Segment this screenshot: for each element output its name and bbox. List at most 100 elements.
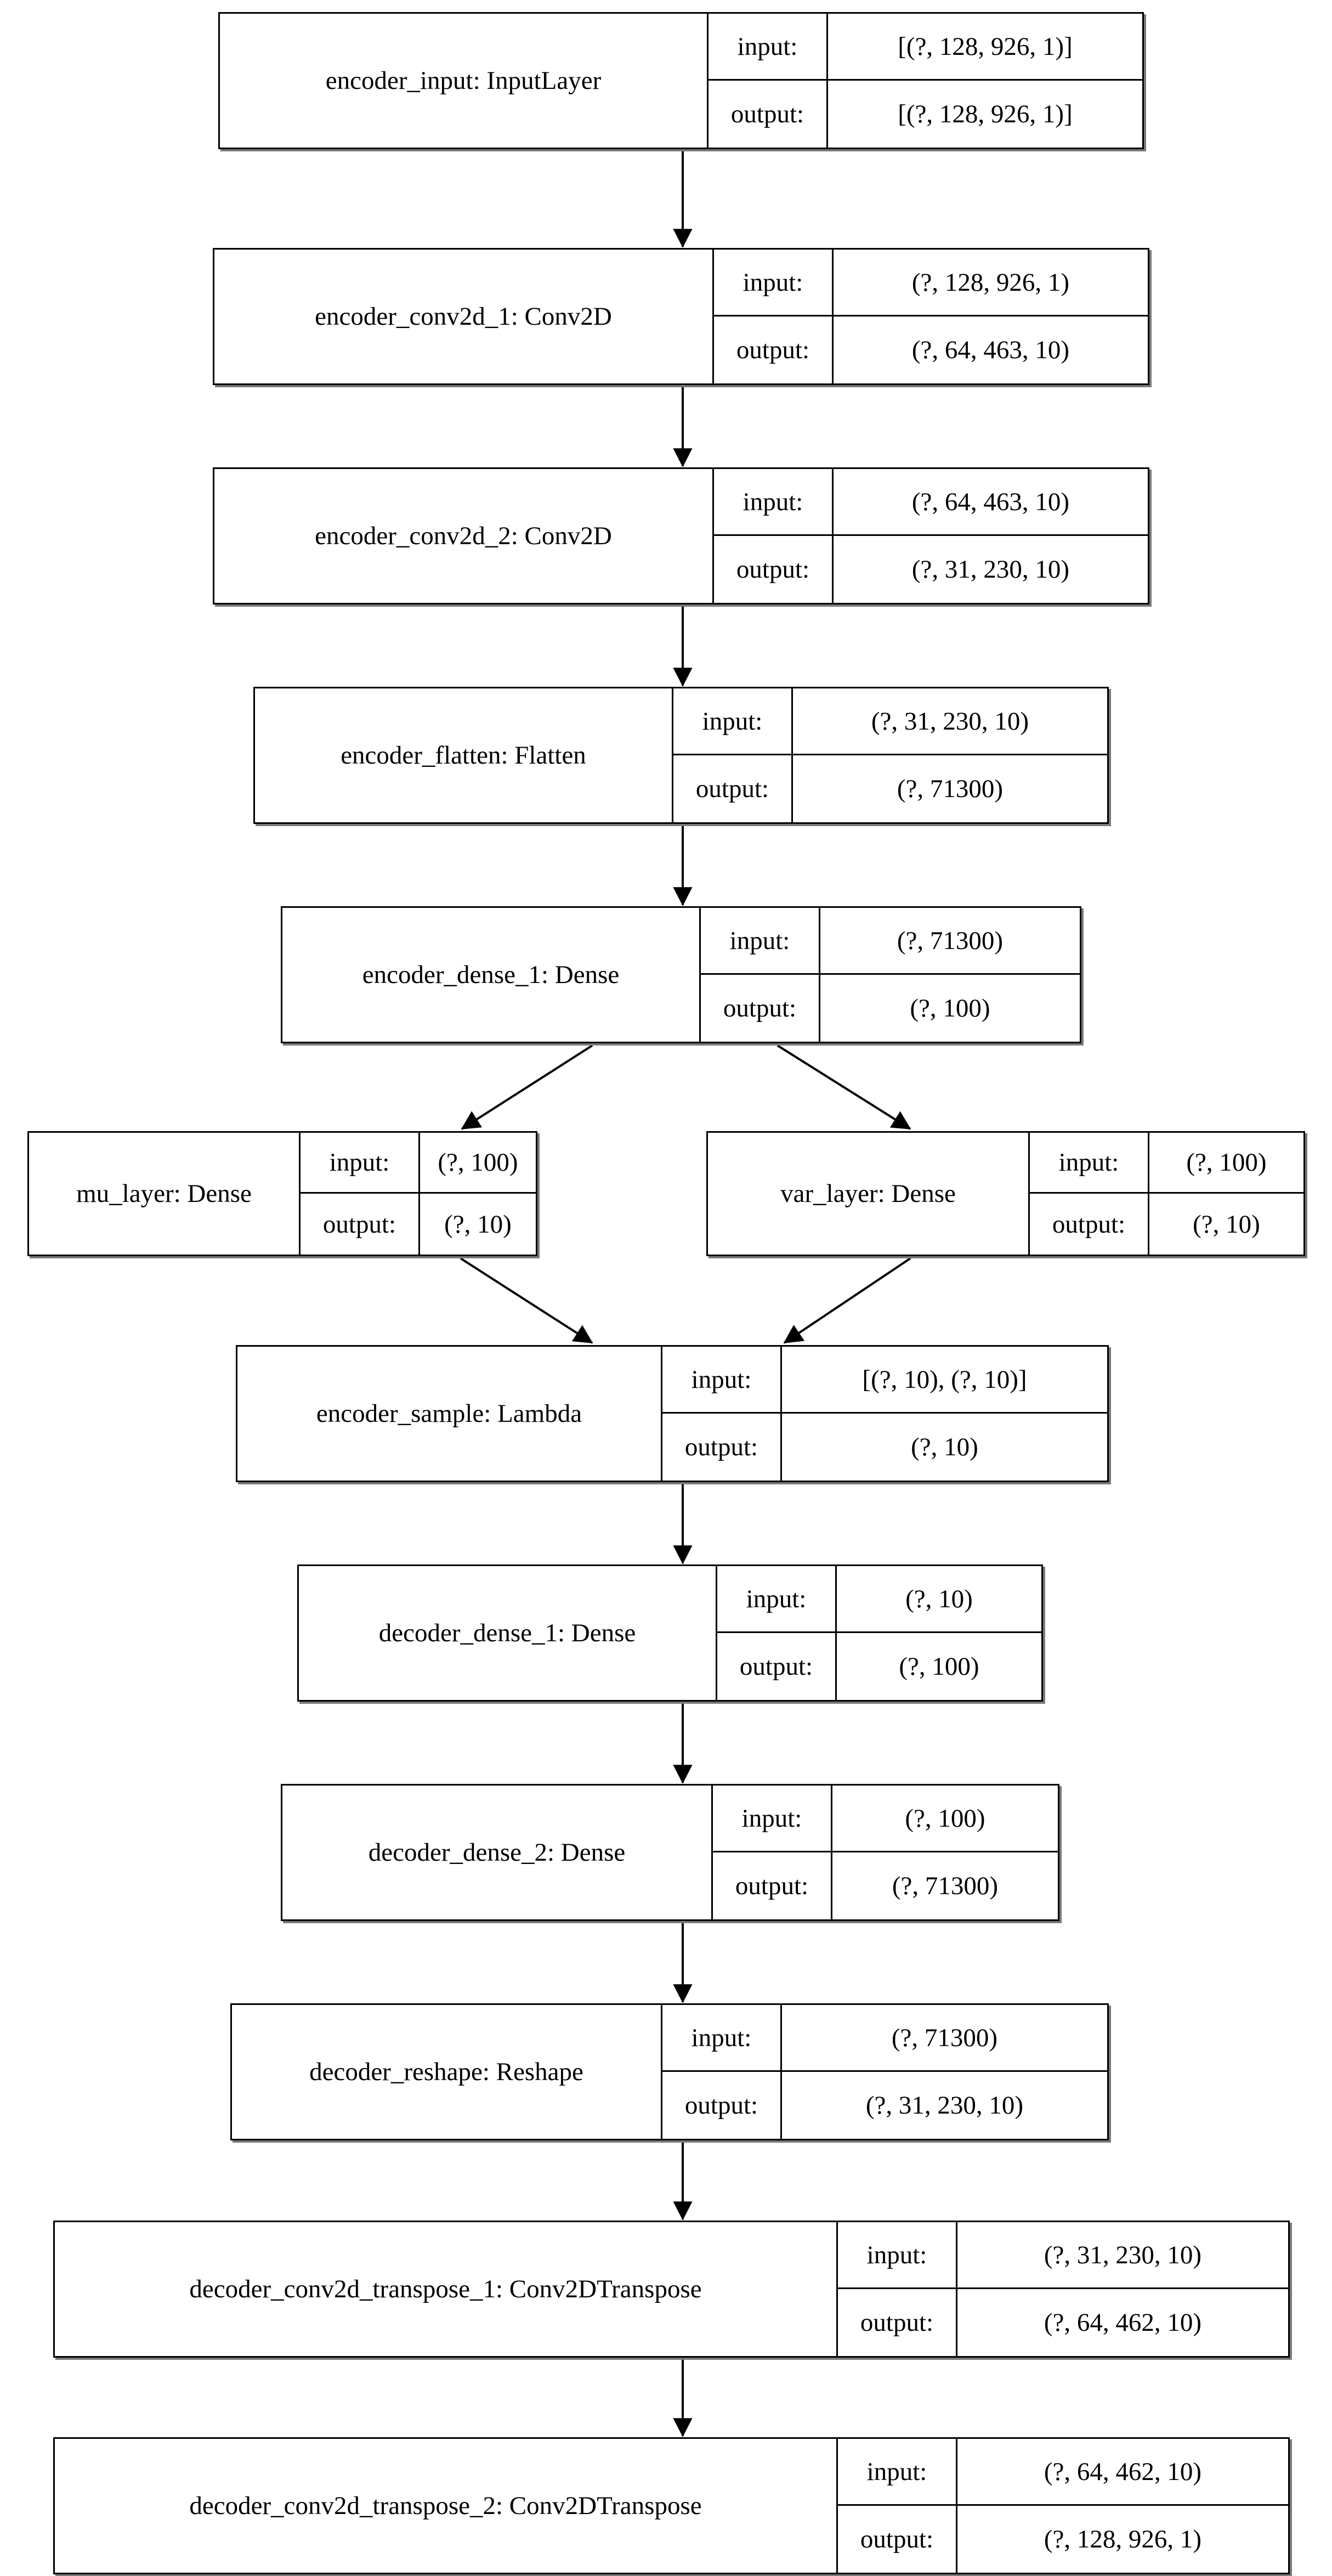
input-key-label: input: (714, 469, 834, 534)
output-shape-value: (?, 71300) (892, 1872, 999, 1900)
node-label-encoder_input: encoder_input: InputLayer (325, 66, 602, 95)
node-io-table-mu_layer: input: (?, 100) output:(?, 10) (299, 1133, 536, 1255)
node-decoder_reshape[interactable]: decoder_reshape: Reshape input: (?, 71300)… (230, 2003, 1109, 2140)
node-io-table-encoder_input: input: [(?, 128, 926, 1)] output: [(?, 128,… (707, 14, 1142, 148)
input-shape-value: (?, 64, 462, 10) (1044, 2457, 1202, 2486)
output-shape-value: (?, 31, 230, 10) (911, 555, 1070, 584)
node-io-table-encoder_sample: input: [(?, 10), (?, 10)] output:(?, 10) (661, 1347, 1107, 1481)
node-label-decoder_conv2d_transpose_1: decoder_conv2d_transpose_1: Conv2DTransp… (189, 2274, 702, 2303)
input-key-label: input: (713, 1786, 832, 1851)
node-input-row-encoder_dense_1: input: (?, 71300) (701, 908, 1080, 975)
node-output-row-decoder_dense_1: output:(?, 100) (717, 1633, 1041, 1700)
node-output-row-decoder_reshape: output:(?, 31, 230, 10) (662, 2072, 1107, 2139)
input-key-label: input: (1030, 1133, 1149, 1192)
edge-mu_layer-to-encoder_sample (460, 1257, 593, 1344)
input-shape-value: (?, 71300) (891, 2023, 998, 2052)
node-output-row-decoder_conv2d_transpose_1: output: (?, 64, 462, 10) (838, 2289, 1288, 2356)
node-encoder_input[interactable]: encoder_input: InputLayer input: [(?, 128,… (218, 12, 1144, 149)
input-shape-value: (?, 100) (438, 1148, 518, 1177)
output-shape-value: (?, 64, 462, 10) (1044, 2308, 1202, 2337)
node-output-row-encoder_conv2d_1: output: (?, 64, 463, 10) (714, 317, 1148, 383)
input-key-label: input: (701, 908, 820, 973)
node-io-table-encoder_conv2d_1: input: (?, 128, 926, 1) output: (?, 64, 463… (712, 250, 1148, 383)
node-label-mu_layer: mu_layer: Dense (76, 1179, 252, 1208)
node-label-decoder_dense_2: decoder_dense_2: Dense (368, 1838, 626, 1867)
node-label-encoder_sample: encoder_sample: Lambda (316, 1399, 582, 1428)
output-key-label: output: (1030, 1194, 1149, 1255)
output-key-label: output: (838, 2289, 957, 2356)
input-shape-value: [(?, 128, 926, 1)] (898, 32, 1073, 61)
node-output-row-var_layer: output: (?, 10) (1030, 1194, 1303, 1255)
node-label-decoder_dense_1: decoder_dense_1: Dense (378, 1618, 636, 1647)
input-key-label: input: (662, 1347, 782, 1412)
node-output-row-encoder_input: output: [(?, 128, 926, 1)] (708, 81, 1142, 148)
output-key-label: output: (673, 755, 793, 822)
output-shape-value: (?, 100) (910, 994, 990, 1023)
output-shape-value: (?, 100) (899, 1652, 979, 1681)
node-label-decoder_reshape: decoder_reshape: Reshape (309, 2057, 583, 2086)
input-key-label: input: (708, 14, 828, 79)
input-key-label: input: (662, 2005, 782, 2070)
node-io-table-decoder_reshape: input: (?, 71300) output:(?, 31, 230, 10) (661, 2005, 1107, 2139)
input-shape-value: (?, 31, 230, 10) (871, 707, 1029, 736)
node-input-row-encoder_conv2d_2: input:(?, 64, 463, 10) (714, 469, 1148, 536)
node-encoder_sample[interactable]: encoder_sample: Lambda input: [(?, 10), (?… (236, 1345, 1109, 1482)
output-shape-value: (?, 64, 463, 10) (911, 336, 1070, 364)
input-shape-value: (?, 71300) (897, 926, 1004, 955)
node-output-row-decoder_conv2d_transpose_2: output: (?, 128, 926, 1) (838, 2506, 1288, 2573)
node-decoder_dense_1[interactable]: decoder_dense_1: Dense input:(?, 10)outpu… (297, 1564, 1043, 1702)
node-output-row-mu_layer: output:(?, 10) (301, 1194, 536, 1255)
input-key-label: input: (838, 2439, 957, 2504)
node-label-var_layer: var_layer: Dense (780, 1179, 956, 1208)
output-shape-value: [(?, 128, 926, 1)] (898, 100, 1073, 128)
input-key-label: input: (714, 250, 834, 315)
input-shape-value: (?, 31, 230, 10) (1044, 2240, 1202, 2269)
node-output-row-decoder_dense_2: output: (?, 71300) (713, 1852, 1058, 1919)
input-key-label: input: (717, 1566, 837, 1631)
output-shape-value: (?, 10) (1193, 1210, 1260, 1239)
node-label-encoder_conv2d_1: encoder_conv2d_1: Conv2D (315, 302, 612, 331)
node-input-row-decoder_reshape: input: (?, 71300) (662, 2005, 1107, 2072)
input-shape-value: (?, 128, 926, 1) (911, 268, 1070, 297)
node-output-row-encoder_conv2d_2: output: (?, 31, 230, 10) (714, 536, 1148, 603)
output-key-label: output: (838, 2506, 957, 2573)
output-key-label: output: (708, 81, 828, 148)
node-input-row-mu_layer: input: (?, 100) (301, 1133, 536, 1194)
node-decoder_dense_2[interactable]: decoder_dense_2: Dense input: (?, 100) outp… (281, 1784, 1059, 1921)
output-key-label: output: (714, 536, 834, 603)
edge-encoder_dense_1-to-var_layer (776, 1044, 911, 1130)
output-shape-value: (?, 31, 230, 10) (865, 2091, 1024, 2120)
node-input-row-encoder_input: input: [(?, 128, 926, 1)] (708, 14, 1142, 81)
node-decoder_conv2d_transpose_1[interactable]: decoder_conv2d_transpose_1: Conv2DTransp… (53, 2221, 1290, 2358)
output-shape-value: (?, 128, 926, 1) (1044, 2525, 1202, 2554)
node-label-decoder_conv2d_transpose_2: decoder_conv2d_transpose_2: Conv2DTransp… (189, 2491, 702, 2520)
node-input-row-decoder_conv2d_transpose_1: input: (?, 31, 230, 10) (838, 2222, 1288, 2289)
node-encoder_conv2d_1[interactable]: encoder_conv2d_1: Conv2D input: (?, 128, 9… (213, 248, 1149, 385)
node-decoder_conv2d_transpose_2[interactable]: decoder_conv2d_transpose_2: Conv2DTransp… (53, 2437, 1290, 2574)
node-io-table-decoder_conv2d_transpose_1: input: (?, 31, 230, 10) output: (?, 64, 462… (836, 2222, 1288, 2356)
node-io-table-decoder_dense_2: input: (?, 100) output: (?, 71300) (711, 1786, 1058, 1919)
output-shape-value: (?, 10) (911, 1433, 978, 1461)
input-key-label: input: (673, 688, 793, 754)
node-io-table-decoder_conv2d_transpose_2: input: (?, 64, 462, 10) output: (?, 128, 92… (836, 2439, 1288, 2573)
node-input-row-encoder_flatten: input: (?, 31, 230, 10) (673, 688, 1107, 755)
node-label-encoder_dense_1: encoder_dense_1: Dense (362, 960, 620, 989)
input-shape-value: [(?, 10), (?, 10)] (862, 1365, 1027, 1394)
node-output-row-encoder_sample: output:(?, 10) (662, 1414, 1107, 1481)
output-key-label: output: (714, 317, 834, 383)
node-io-table-encoder_conv2d_2: input:(?, 64, 463, 10)output: (?, 31, 230… (712, 469, 1148, 603)
node-io-table-encoder_flatten: input:(?, 31, 230, 10)output:(?, 71300) (672, 688, 1107, 822)
output-key-label: output: (713, 1852, 832, 1919)
node-input-row-decoder_dense_1: input:(?, 10) (717, 1566, 1041, 1633)
node-input-row-encoder_conv2d_1: input: (?, 128, 926, 1) (714, 250, 1148, 317)
node-var_layer[interactable]: var_layer: Dense input: (?, 100) output: (?,… (706, 1131, 1305, 1256)
input-shape-value: (?, 100) (1186, 1148, 1267, 1177)
input-shape-value: (?, 100) (905, 1804, 985, 1833)
input-key-label: input: (301, 1133, 420, 1192)
node-mu_layer[interactable]: mu_layer: Dense input: (?, 100) output:(?, … (27, 1131, 537, 1256)
input-key-label: input: (838, 2222, 957, 2287)
